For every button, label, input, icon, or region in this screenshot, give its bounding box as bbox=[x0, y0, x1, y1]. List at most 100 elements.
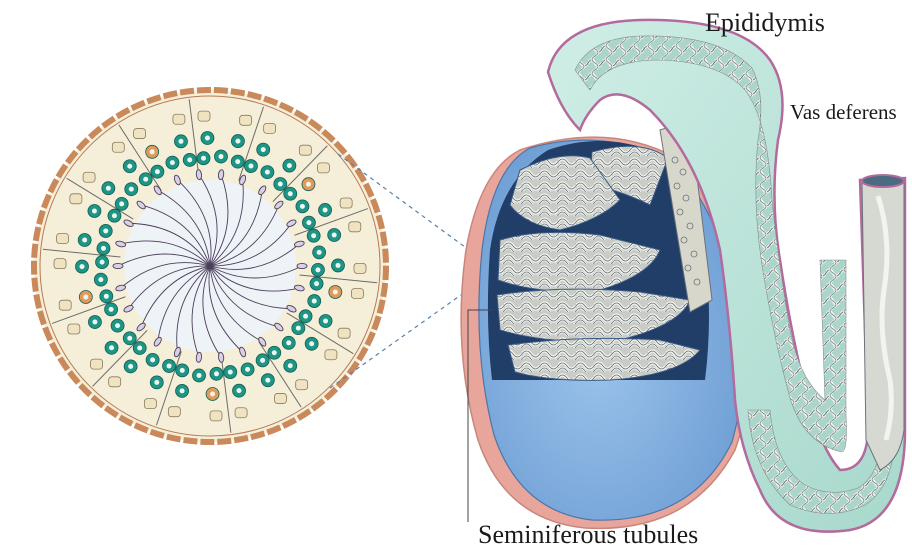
spermatocyte-nucleus bbox=[260, 358, 265, 363]
spermatocyte-nucleus bbox=[332, 233, 337, 238]
spermatogonium bbox=[134, 129, 146, 139]
spermatocyte-nucleus bbox=[109, 307, 114, 312]
spermatocyte-nucleus bbox=[167, 363, 172, 368]
vas-deferens-opening bbox=[862, 175, 904, 187]
spermatocyte-nucleus bbox=[109, 345, 114, 350]
seminiferous-tubules-label: Seminiferous tubules bbox=[478, 520, 698, 550]
spermatocyte-nucleus bbox=[303, 314, 308, 319]
spermatocyte-nucleus bbox=[106, 186, 111, 191]
spermatocyte-nucleus bbox=[306, 220, 311, 225]
spermatogonium bbox=[68, 324, 80, 334]
spermatocyte-nucleus bbox=[278, 182, 283, 187]
spermatogonium bbox=[296, 380, 308, 390]
spermatocyte-nucleus bbox=[150, 149, 155, 154]
spermatocyte-nucleus bbox=[235, 159, 240, 164]
spermatocyte-nucleus bbox=[92, 320, 97, 325]
spermatocyte-nucleus bbox=[228, 370, 233, 375]
sperm-head bbox=[297, 263, 307, 268]
spermatocyte-nucleus bbox=[317, 250, 322, 255]
spermatocyte-nucleus bbox=[178, 139, 183, 144]
spermatocyte-nucleus bbox=[210, 391, 215, 396]
spermatocyte-nucleus bbox=[127, 164, 132, 169]
spermatocyte-nucleus bbox=[288, 363, 293, 368]
spermatocyte-nucleus bbox=[103, 228, 108, 233]
spermatocyte-nucleus bbox=[272, 350, 277, 355]
spermatogonium bbox=[274, 393, 286, 403]
spermatocyte-nucleus bbox=[187, 157, 192, 162]
spermatocyte-nucleus bbox=[287, 163, 292, 168]
spermatogonium bbox=[299, 145, 311, 155]
spermatogonium bbox=[83, 172, 95, 182]
spermatocyte-nucleus bbox=[265, 378, 270, 383]
spermatogonium bbox=[198, 111, 210, 121]
spermatocyte-nucleus bbox=[306, 182, 311, 187]
spermatocyte-nucleus bbox=[180, 368, 185, 373]
spermatocyte-nucleus bbox=[245, 367, 250, 372]
spermatogonium bbox=[173, 114, 185, 124]
spermatogonium bbox=[354, 263, 366, 273]
spermatocyte-nucleus bbox=[98, 277, 103, 282]
spermatocyte-nucleus bbox=[155, 169, 160, 174]
spermatogonium bbox=[338, 328, 350, 338]
spermatocyte-nucleus bbox=[335, 263, 340, 268]
spermatocyte-nucleus bbox=[286, 340, 291, 345]
spermatocyte-nucleus bbox=[218, 154, 223, 159]
spermatocyte-nucleus bbox=[143, 177, 148, 182]
spermatocyte-nucleus bbox=[237, 388, 242, 393]
spermatogonium bbox=[59, 300, 71, 310]
spermatocyte-nucleus bbox=[309, 341, 314, 346]
spermatocyte-nucleus bbox=[92, 208, 97, 213]
spermatocyte-nucleus bbox=[128, 364, 133, 369]
spermatogonium bbox=[325, 350, 337, 360]
spermatocyte-nucleus bbox=[104, 294, 109, 299]
spermatogonium bbox=[168, 407, 180, 417]
spermatocyte-nucleus bbox=[80, 264, 85, 269]
spermatocyte-nucleus bbox=[83, 294, 88, 299]
spermatocyte-nucleus bbox=[127, 336, 132, 341]
spermatocyte-nucleus bbox=[288, 191, 293, 196]
spermatogonium bbox=[210, 411, 222, 421]
spermatocyte-nucleus bbox=[150, 357, 155, 362]
spermatocyte-nucleus bbox=[333, 289, 338, 294]
spermatocyte-nucleus bbox=[205, 136, 210, 141]
spermatocyte-nucleus bbox=[112, 213, 117, 218]
spermatocyte-nucleus bbox=[154, 380, 159, 385]
spermatocyte-nucleus bbox=[314, 281, 319, 286]
spermatocyte-nucleus bbox=[82, 238, 87, 243]
spermatocyte-nucleus bbox=[119, 201, 124, 206]
spermatocyte-nucleus bbox=[323, 319, 328, 324]
spermatocyte-nucleus bbox=[248, 164, 253, 169]
spermatogonium bbox=[70, 194, 82, 204]
spermatocyte-nucleus bbox=[265, 170, 270, 175]
spermatocyte-nucleus bbox=[311, 233, 316, 238]
spermatogonium bbox=[235, 408, 247, 418]
spermatocyte-nucleus bbox=[323, 207, 328, 212]
spermatocyte-nucleus bbox=[312, 299, 317, 304]
tubule-cross-section bbox=[34, 90, 386, 442]
spermatocyte-nucleus bbox=[180, 388, 185, 393]
spermatogonium bbox=[240, 115, 252, 125]
spermatogonium bbox=[264, 123, 276, 133]
spermatogonium bbox=[54, 259, 66, 269]
spermatocyte-nucleus bbox=[214, 371, 219, 376]
sperm-head bbox=[113, 263, 123, 268]
spermatocyte-nucleus bbox=[201, 156, 206, 161]
spermatogonium bbox=[317, 163, 329, 173]
spermatocyte-nucleus bbox=[129, 187, 134, 192]
spermatogonium bbox=[349, 222, 361, 232]
spermatogonium bbox=[112, 142, 124, 152]
spermatocyte-nucleus bbox=[300, 204, 305, 209]
spermatogonium bbox=[57, 233, 69, 243]
spermatocyte-nucleus bbox=[101, 246, 106, 251]
spermatogonium bbox=[109, 377, 121, 387]
vas-deferens-label: Vas deferens bbox=[790, 100, 897, 125]
spermatocyte-nucleus bbox=[197, 373, 202, 378]
spermatocyte-nucleus bbox=[261, 147, 266, 152]
spermatogonium bbox=[144, 399, 156, 409]
spermatocyte-nucleus bbox=[137, 345, 142, 350]
spermatogonium bbox=[91, 359, 103, 369]
spermatogonium bbox=[340, 198, 352, 208]
epididymis-label: Epididymis bbox=[705, 8, 825, 38]
spermatocyte-nucleus bbox=[170, 160, 175, 165]
